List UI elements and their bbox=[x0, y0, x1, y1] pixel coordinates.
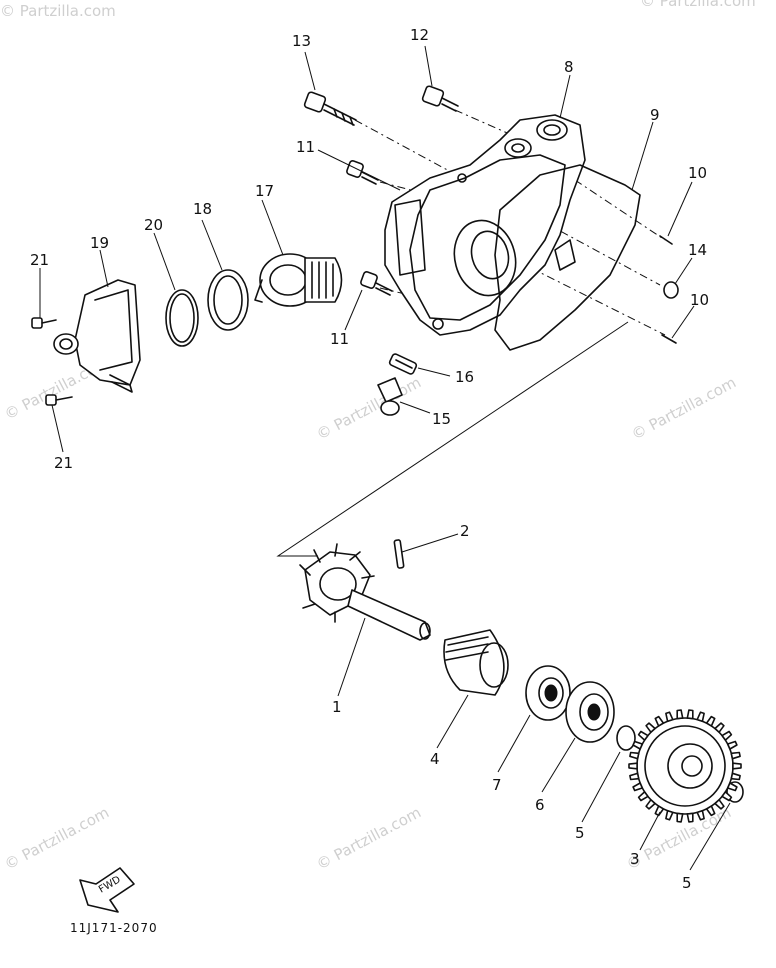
gear-tooth bbox=[696, 711, 705, 723]
gear-tooth bbox=[676, 812, 684, 823]
long-bolt bbox=[303, 91, 357, 126]
oil-seal bbox=[525, 665, 571, 721]
callout-3: 3 bbox=[630, 850, 640, 868]
circlip bbox=[616, 725, 636, 751]
drive-gear bbox=[628, 709, 742, 823]
watermark: © Partzilla.com bbox=[313, 803, 424, 873]
gear-tooth bbox=[721, 730, 733, 741]
assembly-line bbox=[276, 321, 629, 557]
gear-tooth bbox=[714, 798, 725, 810]
gear-tooth bbox=[726, 740, 738, 750]
dowel-pin bbox=[661, 334, 677, 344]
callout-11: 11 bbox=[330, 330, 349, 348]
callout-13: 13 bbox=[292, 32, 311, 50]
gear-tooth bbox=[632, 782, 644, 792]
gear-tooth bbox=[730, 751, 741, 760]
bearing bbox=[565, 681, 615, 743]
pump-housing bbox=[384, 114, 586, 336]
cover-screw-top bbox=[31, 317, 57, 329]
gear-tooth bbox=[629, 751, 640, 760]
callout-16: 16 bbox=[455, 368, 474, 386]
callout-2: 2 bbox=[460, 522, 470, 540]
assembly-line bbox=[514, 259, 666, 336]
gear-tooth bbox=[665, 809, 674, 821]
callout-4: 4 bbox=[430, 750, 440, 768]
callout-5: 5 bbox=[575, 824, 585, 842]
seal-ring-inner bbox=[213, 275, 243, 325]
gear-tooth bbox=[686, 709, 694, 720]
screw-upper bbox=[346, 160, 379, 185]
gear-teeth bbox=[628, 709, 742, 823]
callout-18: 18 bbox=[193, 200, 212, 218]
shaft-pin bbox=[393, 539, 405, 569]
watermark: © Partzilla.com bbox=[0, 2, 116, 20]
gear-tooth bbox=[654, 715, 665, 727]
leader-lines bbox=[39, 45, 731, 871]
washer bbox=[388, 353, 418, 375]
callout-15: 15 bbox=[432, 410, 451, 428]
gear-tooth bbox=[705, 715, 716, 727]
callout-14: 14 bbox=[688, 241, 707, 259]
impeller-shaft bbox=[299, 543, 431, 641]
callouts: 13 12 8 9 10 14 10 11 11 16 15 17 18 20 … bbox=[30, 26, 709, 892]
diagram-code: 11J171-2070 bbox=[70, 921, 158, 935]
gear-tooth bbox=[645, 722, 656, 734]
mechanical-seal bbox=[443, 629, 509, 696]
callout-10: 10 bbox=[688, 164, 707, 182]
callout-20: 20 bbox=[144, 216, 163, 234]
watermark: © Partzilla.com bbox=[313, 373, 424, 443]
callout-17: 17 bbox=[255, 182, 274, 200]
watermark: © Partzilla.com bbox=[628, 373, 739, 443]
seal-ring bbox=[207, 269, 249, 331]
thermostat-o-ring-inner bbox=[169, 293, 195, 343]
callout-7: 7 bbox=[492, 776, 502, 794]
screw-lower bbox=[360, 271, 393, 296]
callout-1: 1 bbox=[332, 698, 342, 716]
gear-tooth bbox=[645, 798, 656, 810]
o-ring bbox=[663, 281, 679, 299]
callout-6: 6 bbox=[535, 796, 545, 814]
callout-8: 8 bbox=[564, 58, 574, 76]
thermostat bbox=[254, 253, 343, 307]
gasket bbox=[494, 164, 641, 351]
callout-10: 10 bbox=[690, 291, 709, 309]
thermostat-o-ring bbox=[165, 289, 199, 347]
callout-5: 5 bbox=[682, 874, 692, 892]
short-bolt bbox=[421, 85, 459, 112]
gear-tooth bbox=[732, 762, 742, 770]
dowel-pin bbox=[659, 235, 673, 245]
drain-bolt bbox=[377, 377, 403, 416]
gear-tooth bbox=[637, 791, 649, 802]
gear-tooth bbox=[637, 730, 649, 741]
gear-tooth bbox=[696, 809, 705, 821]
watermark: © Partzilla.com bbox=[1, 803, 112, 873]
circlip bbox=[726, 781, 744, 803]
forward-arrow-icon: FWD bbox=[79, 867, 135, 913]
gear-tooth bbox=[721, 791, 733, 802]
watermark: © Partzilla.com bbox=[640, 0, 756, 10]
gear-tooth bbox=[726, 782, 738, 792]
callout-12: 12 bbox=[410, 26, 429, 44]
gear-tooth bbox=[714, 722, 725, 734]
gear-tooth bbox=[676, 709, 684, 720]
gear-tooth bbox=[705, 805, 716, 817]
callout-21: 21 bbox=[30, 251, 49, 269]
callout-19: 19 bbox=[90, 234, 109, 252]
assembly-line bbox=[354, 119, 661, 286]
gear-tooth bbox=[665, 711, 674, 723]
thermostat-cover bbox=[53, 279, 141, 393]
gear-tooth bbox=[629, 772, 640, 781]
callout-11: 11 bbox=[296, 138, 315, 156]
gear-tooth bbox=[686, 812, 694, 823]
gear-tooth bbox=[730, 772, 741, 781]
callout-9: 9 bbox=[650, 106, 660, 124]
gear-tooth bbox=[632, 740, 644, 750]
callout-21: 21 bbox=[54, 454, 73, 472]
gear-tooth bbox=[654, 805, 665, 817]
cover-screw-bottom bbox=[45, 394, 73, 406]
gear-tooth bbox=[628, 762, 638, 770]
